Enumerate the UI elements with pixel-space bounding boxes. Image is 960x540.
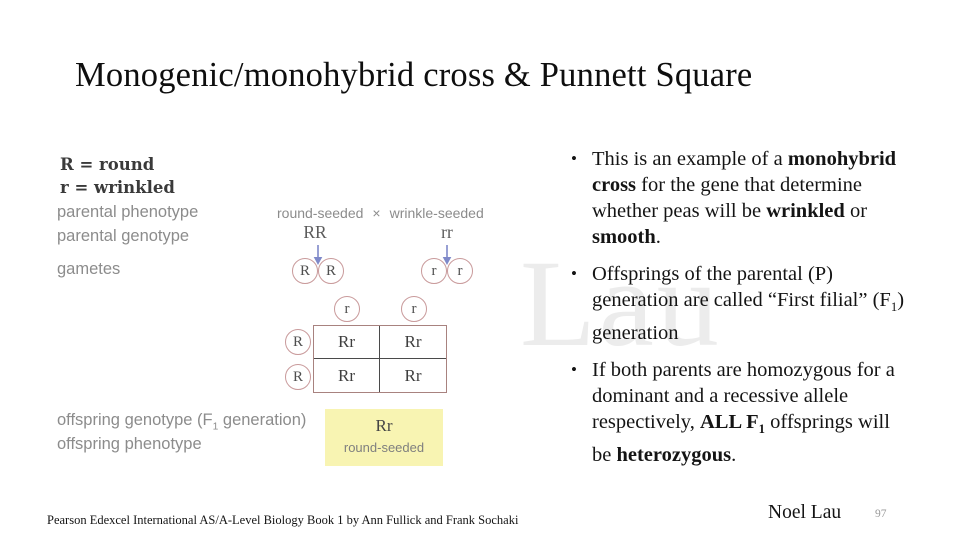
down-arrow-icon xyxy=(442,245,452,265)
bullet-text: Offsprings of the parental (P) generatio… xyxy=(592,263,905,345)
gamete-circle: R xyxy=(292,258,318,284)
genotype-left: RR xyxy=(303,222,327,242)
footer-author: Noel Lau xyxy=(768,502,842,523)
bullet-text: This is an example of a monohybrid cross… xyxy=(592,148,897,248)
allele-key-wrinkled: r = wrinkled xyxy=(60,178,175,197)
bullet-marker-icon: • xyxy=(571,264,577,283)
bullet-marker-icon: • xyxy=(571,149,577,168)
label-parental-phenotype: parental phenotype xyxy=(57,203,199,221)
allele-key-round: R = round xyxy=(60,155,155,174)
label-offspring-genotype: offspring genotype (F1 generation) xyxy=(57,411,307,433)
punnett-cell: Rr xyxy=(380,326,446,359)
gamete-circle: r xyxy=(447,258,473,284)
label-gametes: gametes xyxy=(57,260,121,278)
label-offspring-phenotype: offspring phenotype xyxy=(57,435,202,453)
page-title: Monogenic/monohybrid cross & Punnett Squ… xyxy=(75,56,753,94)
bullet-item: • If both parents are homozygous for a do… xyxy=(571,357,913,468)
watermark: Lau xyxy=(520,235,722,372)
gamete-circle: r xyxy=(401,296,427,322)
gamete-circle: R xyxy=(285,329,311,355)
page-number: 97 xyxy=(875,508,887,520)
punnett-cell: Rr xyxy=(314,359,380,392)
bullet-item: • Offsprings of the parental (P) generati… xyxy=(571,261,913,346)
bullet-item: • This is an example of a monohybrid cros… xyxy=(571,146,913,250)
cross-phenotypes: round-seeded × wrinkle-seeded xyxy=(277,205,484,221)
bullet-marker-icon: • xyxy=(571,360,577,380)
offspring-result-box: Rr round-seeded xyxy=(325,409,443,466)
gamete-circle: R xyxy=(318,258,344,284)
gamete-circle: r xyxy=(421,258,447,284)
gamete-circle: r xyxy=(334,296,360,322)
gamete-circle: R xyxy=(285,364,311,390)
phenotype-right-label: wrinkle-seeded xyxy=(389,205,484,221)
punnett-cell: Rr xyxy=(314,326,380,359)
punnett-cell: Rr xyxy=(404,365,422,385)
bullet-text: If both parents are homozygous for a dom… xyxy=(592,359,895,467)
cross-symbol: × xyxy=(372,205,381,221)
footer-citation: Pearson Edexcel International AS/A-Level… xyxy=(47,513,519,527)
label-parental-genotype: parental genotype xyxy=(57,227,190,245)
down-arrow-icon xyxy=(313,245,323,265)
genotype-right: rr xyxy=(441,222,453,242)
phenotype-left-label: round-seeded xyxy=(277,205,364,221)
bullet-list: • This is an example of a monohybrid cros… xyxy=(571,146,913,479)
offspring-phenotype-value: round-seeded xyxy=(343,440,425,455)
offspring-genotype-value: Rr xyxy=(375,416,393,435)
